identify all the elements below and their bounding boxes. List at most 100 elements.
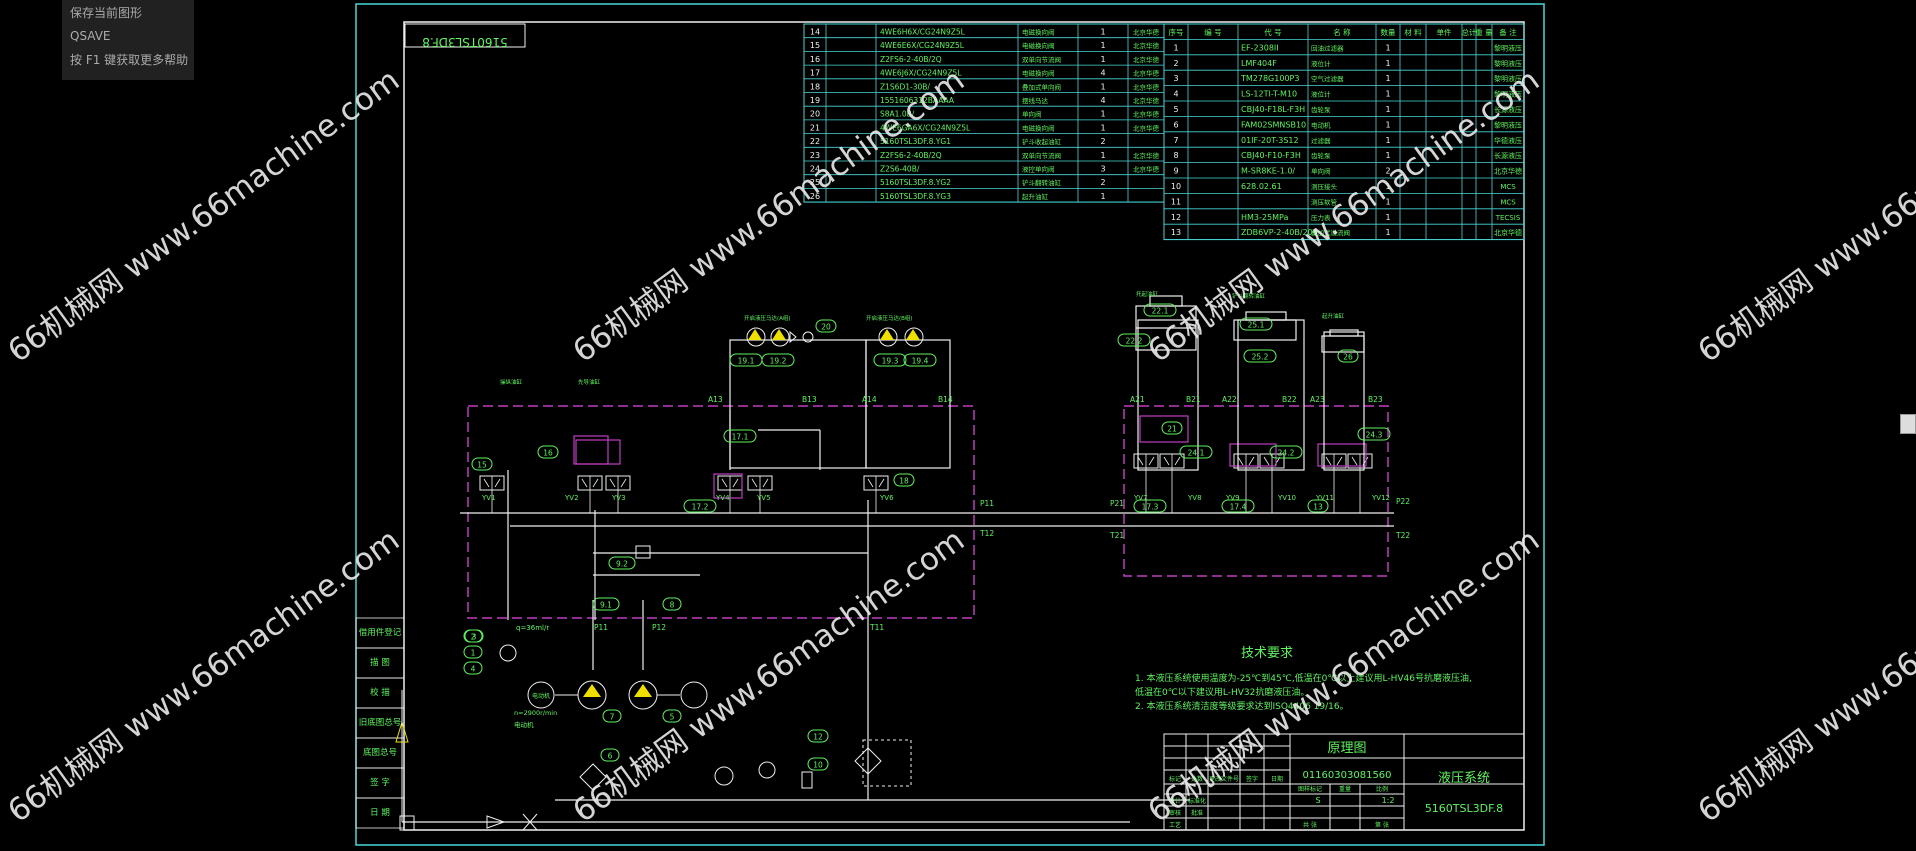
callout-bubble <box>1143 303 1177 317</box>
bom-cell-name: 空气过滤器 <box>1311 74 1344 83</box>
bom-cell-no: 20 <box>810 110 820 119</box>
bom-cell-code: TM278G100P3 <box>1240 74 1299 83</box>
title-block-label: 审核 <box>1169 809 1181 817</box>
bom-cell-qty: 1 <box>1100 55 1105 64</box>
bom-cell-name: 液控单向阀 <box>1022 165 1055 174</box>
callout-bubble <box>1117 333 1151 347</box>
circuit-group-label: 操纵油缸 <box>500 378 523 386</box>
callout-bubble <box>807 757 829 771</box>
vertical-scrollbar-thumb[interactable] <box>1900 414 1916 434</box>
circuit-group-label: 开启液压马达(A组) <box>744 314 791 322</box>
bom-cell-name: 起升油缸 <box>1022 192 1049 201</box>
side-label: 旧底图总号 <box>359 717 402 728</box>
callout-bubble <box>815 319 837 333</box>
bom-cell-name: 齿轮泵 <box>1311 151 1331 160</box>
bom-cell-name: 齿轮泵 <box>1311 105 1331 114</box>
callout-bubble <box>1357 427 1391 441</box>
bom-cell-qty: 1 <box>1385 105 1390 114</box>
bom-cell-vendor: 黎明液压 <box>1494 74 1522 83</box>
callout-label: 25.2 <box>1252 353 1269 362</box>
circuit-group-label: 开启液压马达(B组) <box>866 314 913 322</box>
callout-label: 24.3 <box>1366 431 1383 440</box>
cylinders <box>1135 295 1365 353</box>
callout-label: 26 <box>1343 353 1353 362</box>
bom-cell-no: 5 <box>1173 105 1178 114</box>
bom-cell-vendor: 黎明液压 <box>1494 120 1522 129</box>
callout-bubble <box>807 729 829 743</box>
valve-id-label: YV3 <box>611 494 626 502</box>
side-label: 签 字 <box>370 777 390 788</box>
title-block-label: 图样标记 <box>1298 785 1322 793</box>
bom-cell-code: CBJ40-F18L-F3H <box>1241 105 1305 114</box>
bom-cell-qty: 1 <box>1385 90 1390 99</box>
callout-label: 17.3 <box>1142 503 1159 512</box>
bom-cell-vendor: 黎明液压 <box>1494 90 1522 99</box>
bom-cell-no: 13 <box>1171 228 1181 237</box>
bom-header-cell: 重 量 <box>1475 28 1493 37</box>
title-block-label: 标记 <box>1169 775 1181 783</box>
tech-line-1b: 低温在0℃以下建议用L-HV32抗磨液压油。 <box>1135 686 1309 698</box>
bom-cell-name: 单向阀 <box>1022 110 1042 119</box>
port-label: A21 <box>1130 395 1145 404</box>
bom-cell-qty: 1 <box>1385 151 1390 160</box>
title-block-labels: 标记处数更改文件号签字日期设计审核工艺标准化批准图样标记重量比例共 张第 张 <box>1169 775 1389 829</box>
circuit-group-label: 铲斗翻转油缸 <box>1232 292 1266 300</box>
bom-cell-code: ZDB6VP-2-40B/200 <box>1241 228 1318 237</box>
bom-cell-qty: 1 <box>1385 182 1390 191</box>
callout-label: 22.1 <box>1152 307 1169 316</box>
bom-cell-qty: 1 <box>1100 41 1105 50</box>
port-label: B13 <box>802 395 817 404</box>
bom-cell-code: HM3-25MPa <box>1241 213 1288 222</box>
pump-station <box>499 545 912 791</box>
bom-cell-code: 4WE6E6X/CG24N9Z5L <box>880 41 965 50</box>
bom-cell-no: 3 <box>1173 74 1178 83</box>
side-label: 底图总号 <box>363 747 397 758</box>
bom-cell-code: 5160TSL3DF.8.YG3 <box>880 192 951 201</box>
misc-symbols <box>395 690 538 831</box>
bom-header-cell: 总计 <box>1462 27 1478 37</box>
callout-bubble <box>761 353 795 367</box>
bom-cell-name: 电磁换向阀 <box>1022 28 1055 37</box>
bom-cell-vendor: 长源液压 <box>1494 105 1522 114</box>
callout-bubble <box>1161 421 1183 435</box>
bom-cell-vendor: 北京华德 <box>1133 165 1160 174</box>
bom-cell-qty: 1 <box>1385 74 1390 83</box>
bom-header-cell: 备 注 <box>1499 27 1517 37</box>
tech-line-1: 1. 本液压系统使用温度为-25℃到45℃,低温在0℃以上建议用L-HV46号抗… <box>1135 672 1472 684</box>
bom-header-cell: 名 称 <box>1333 27 1351 37</box>
bom-cell-vendor: 北京华德 <box>1494 228 1522 237</box>
valve-id-label: YV4 <box>715 494 730 502</box>
technical-requirements: 技术要求 1. 本液压系统使用温度为-25℃到45℃,低温在0℃以上建议用L-H… <box>1135 646 1472 712</box>
callout-label: 19.2 <box>770 357 787 366</box>
bom-cell-no: 23 <box>810 151 820 160</box>
callout-label: 9.2 <box>616 560 628 569</box>
pipe-label: T12 <box>979 529 994 538</box>
pipe-label: P11 <box>980 499 994 508</box>
drawing-inner-frame <box>403 21 1525 831</box>
bom-cell-no: 25 <box>810 178 820 187</box>
bom-header-cell: 编 号 <box>1204 27 1221 37</box>
hydraulic-motors <box>746 327 924 347</box>
bom-cell-code: Z2FS6-2-40B/2Q <box>880 55 942 64</box>
bom-cell-name: 测压接头 <box>1311 182 1338 191</box>
title-block <box>1163 733 1525 831</box>
bom-cell-code: 5160TSL3DF.8.YG1 <box>880 137 951 146</box>
circuit-group-label: 托起油缸 <box>1136 290 1159 298</box>
title-block-label: 更改文件号 <box>1209 775 1239 783</box>
main-lines <box>402 470 1394 823</box>
bom-cell-qty: 1 <box>1100 123 1105 132</box>
callout-label: 19.1 <box>738 357 755 366</box>
bom-header-cell: 序号 <box>1169 27 1184 37</box>
qsave-command[interactable]: QSAVE <box>70 29 111 43</box>
title-box-text: 5160TSL3DF.8 <box>422 35 507 49</box>
product-code: 5160TSL3DF.8 <box>1425 802 1503 815</box>
bom-cell-qty: 3 <box>1100 165 1105 174</box>
bom-cell-qty: 1 <box>1385 213 1390 222</box>
port-label: A23 <box>1310 395 1325 404</box>
valve-block-1 <box>467 405 975 619</box>
callout-label: 9.1 <box>600 601 612 610</box>
bom-cell-qty: 1 <box>1385 136 1390 145</box>
